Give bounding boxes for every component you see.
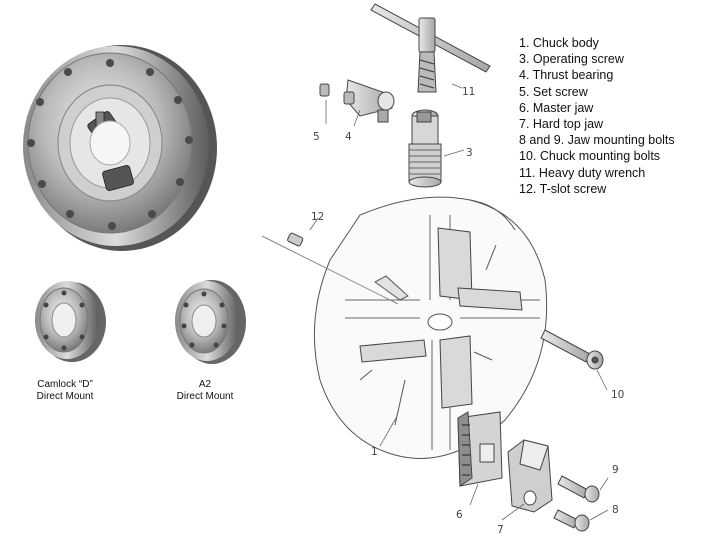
camlock-caption-line2: Direct Mount bbox=[36, 391, 94, 402]
callout-4: 4 bbox=[345, 131, 352, 143]
leader-lines bbox=[309, 83, 609, 521]
callout-5: 5 bbox=[313, 131, 320, 143]
callout-7: 7 bbox=[497, 524, 504, 536]
legend-item: 10. Chuck mounting bolts bbox=[519, 149, 661, 164]
callout-12: 12 bbox=[311, 211, 324, 223]
hard-top-jaw bbox=[507, 439, 553, 513]
callout-9: 9 bbox=[612, 464, 619, 476]
chuck-mounting-bolt bbox=[540, 329, 604, 370]
camlock-caption: Camlock “D” Direct Mount bbox=[20, 379, 110, 403]
master-jaw bbox=[457, 411, 503, 487]
legend-item: 6. Master jaw bbox=[519, 100, 594, 115]
chuck-body-drawing bbox=[313, 196, 548, 459]
callout-1: 1 bbox=[371, 446, 378, 458]
camlock-mount-photo bbox=[35, 281, 106, 362]
t-slot-screw bbox=[261, 232, 399, 305]
camlock-caption-line1: Camlock “D” bbox=[37, 379, 93, 390]
callout-10: 10 bbox=[611, 389, 624, 401]
jaw-mounting-bolts bbox=[553, 475, 600, 532]
legend-item: 11. Heavy duty wrench bbox=[519, 165, 646, 180]
callout-11: 11 bbox=[462, 86, 475, 98]
legend-item: 5. Set screw bbox=[519, 84, 588, 99]
callout-6: 6 bbox=[456, 509, 463, 521]
a2-caption: A2 Direct Mount bbox=[160, 379, 250, 403]
legend-item: 7. Hard top jaw bbox=[519, 117, 604, 132]
legend-item: 3. Operating screw bbox=[519, 52, 624, 67]
heavy-duty-wrench bbox=[370, 3, 491, 93]
callout-3: 3 bbox=[466, 147, 473, 159]
parts-legend: 1. Chuck body 3. Operating screw 4. Thru… bbox=[519, 35, 675, 197]
a2-caption-line1: A2 bbox=[198, 379, 212, 390]
a2-mount-photo bbox=[175, 280, 246, 364]
legend-item: 12. T-slot screw bbox=[519, 181, 607, 196]
legend-item: 1. Chuck body bbox=[519, 36, 599, 50]
a2-caption-line2: Direct Mount bbox=[176, 391, 234, 402]
callout-8: 8 bbox=[612, 504, 619, 516]
legend-item: 8 and 9. Jaw mounting bolts bbox=[519, 133, 675, 148]
legend-item: 4. Thrust bearing bbox=[519, 68, 614, 83]
operating-screw bbox=[408, 109, 442, 188]
callout-labels: 1 3 4 5 6 7 8 9 10 11 12 bbox=[311, 86, 624, 536]
set-screw bbox=[319, 83, 355, 105]
chuck-photo-main bbox=[23, 45, 217, 251]
